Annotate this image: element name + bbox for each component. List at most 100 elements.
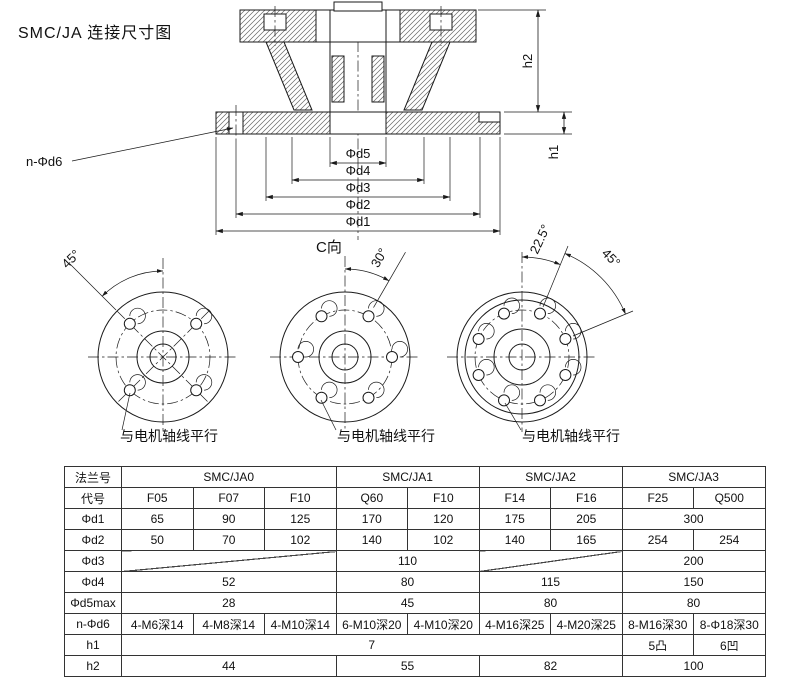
- dim-label-d1: Φd1: [346, 214, 371, 229]
- note-parallel-middle: 与电机轴线平行: [337, 428, 435, 444]
- table-cell: 6凹: [693, 634, 766, 656]
- table-row-h1: h1 7 5凸 6凹: [64, 634, 766, 656]
- code-cell: F10: [407, 487, 480, 509]
- code-cell: F05: [121, 487, 194, 509]
- table-cell: 55: [335, 655, 480, 677]
- table-row-d1: Φd1 65 90 125 170 120 175 205 300: [64, 508, 766, 530]
- table-cell: 82: [478, 655, 623, 677]
- table-cell: 165: [550, 529, 623, 551]
- table-cell: 102: [264, 529, 337, 551]
- table-cell: 4-M10深14: [264, 613, 337, 635]
- code-cell: Q60: [335, 487, 409, 509]
- table-row-d4: Φd4 52 80 115 150: [64, 571, 766, 593]
- note-parallel-right: 与电机轴线平行: [522, 428, 620, 444]
- code-cell: F25: [621, 487, 695, 509]
- na-cell: [478, 550, 623, 572]
- row-label: Φd4: [64, 571, 122, 593]
- table-cell: 8-Φ18深30: [693, 613, 766, 635]
- view-c-label: C向: [316, 239, 342, 256]
- table-cell: 80: [335, 571, 480, 593]
- table-cell: 254: [621, 529, 695, 551]
- table-cell: 4-M6深14: [121, 613, 194, 635]
- row-label: h1: [64, 634, 122, 656]
- dim-label-d4: Φd4: [346, 163, 371, 178]
- table-cell: 80: [478, 592, 623, 614]
- table-cell: 50: [121, 529, 194, 551]
- table-row-d2: Φd2 50 70 102 140 102 140 165 254 254: [64, 529, 766, 551]
- code-cell: F14: [478, 487, 552, 509]
- table-cell: 140: [335, 529, 409, 551]
- dimension-table: 法兰号 SMC/JA0 SMC/JA1 SMC/JA2 SMC/JA3 代号 F…: [64, 466, 766, 677]
- row-label: Φd1: [64, 508, 122, 530]
- table-row-d6: n-Φd6 4-M6深14 4-M8深14 4-M10深14 6-M10深20 …: [64, 613, 766, 635]
- table-cell: 300: [621, 508, 766, 530]
- table-cell: 125: [264, 508, 337, 530]
- series-header: SMC/JA1: [335, 466, 480, 488]
- table-row-h2: h2 44 55 82 100: [64, 655, 766, 677]
- table-cell: 254: [693, 529, 766, 551]
- angle-label-45-right: 45°: [599, 246, 624, 271]
- flange-header: 法兰号: [64, 466, 122, 488]
- table-cell: 140: [478, 529, 552, 551]
- dim-label-d5: Φd5: [346, 146, 371, 161]
- table-cell: 205: [550, 508, 623, 530]
- dim-label-n-d6: n-Φd6: [26, 154, 62, 169]
- table-row-d3: Φd3 110 200: [64, 550, 766, 572]
- angle-label-45-left: 45°: [59, 247, 84, 272]
- na-cell: [121, 550, 337, 572]
- code-cell: F16: [550, 487, 623, 509]
- table-row-series: 法兰号 SMC/JA0 SMC/JA1 SMC/JA2 SMC/JA3: [64, 466, 766, 488]
- table-cell: 28: [121, 592, 337, 614]
- series-header: SMC/JA2: [478, 466, 623, 488]
- table-cell: 170: [335, 508, 409, 530]
- drawing-canvas: SMC/JA 连接尺寸图: [18, 1, 634, 444]
- table-cell: 44: [121, 655, 337, 677]
- code-cell: Q500: [693, 487, 766, 509]
- code-cell: F10: [264, 487, 337, 509]
- table-cell: 4-M16深25: [478, 613, 552, 635]
- code-header: 代号: [64, 487, 122, 509]
- dim-label-h1: h1: [546, 145, 561, 159]
- table-cell: 80: [621, 592, 766, 614]
- row-label: Φd3: [64, 550, 122, 572]
- dim-label-h2: h2: [520, 54, 535, 68]
- table-cell: 65: [121, 508, 194, 530]
- page-title: SMC/JA 连接尺寸图: [18, 24, 172, 42]
- table-cell: 90: [192, 508, 265, 530]
- row-label: Φd2: [64, 529, 122, 551]
- series-header: SMC/JA3: [621, 466, 766, 488]
- table-cell: 52: [121, 571, 337, 593]
- table-cell: 70: [192, 529, 265, 551]
- table-cell: 115: [478, 571, 623, 593]
- table-cell: 175: [478, 508, 552, 530]
- dim-label-d3: Φd3: [346, 180, 371, 195]
- table-cell: 100: [621, 655, 766, 677]
- table-row-codes: 代号 F05 F07 F10 Q60 F10 F14 F16 F25 Q500: [64, 487, 766, 509]
- note-parallel-left: 与电机轴线平行: [120, 428, 218, 444]
- flange-view-middle: C向 30° 与电机轴线平行: [270, 239, 435, 444]
- table-cell: 110: [335, 550, 480, 572]
- table-row-d5max: Φd5max 28 45 80 80: [64, 592, 766, 614]
- cross-section-view: [215, 1, 501, 240]
- table-cell: 45: [335, 592, 480, 614]
- series-header: SMC/JA0: [121, 466, 337, 488]
- angle-label-22-5-right: 22.5°: [527, 222, 553, 256]
- table-cell: 4-M10深20: [407, 613, 480, 635]
- table-cell: 150: [621, 571, 766, 593]
- table-cell: 8-M16深30: [621, 613, 695, 635]
- row-label: n-Φd6: [64, 613, 122, 635]
- table-cell: 4-M20深25: [550, 613, 623, 635]
- dim-label-d2: Φd2: [346, 197, 371, 212]
- table-cell: 5凸: [621, 634, 695, 656]
- table-cell: 6-M10深20: [335, 613, 409, 635]
- table-cell: 4-M8深14: [192, 613, 265, 635]
- flange-view-right: 22.5° 45° 与电机轴线平行: [447, 222, 634, 444]
- dimension-lines: Φd5 Φd4 Φd3 Φd2 Φd1 h2 h1 n-Φd6: [26, 9, 572, 235]
- table-cell: 120: [407, 508, 480, 530]
- code-cell: F07: [192, 487, 265, 509]
- flange-view-left: 45° 与电机轴线平行: [59, 247, 238, 444]
- angle-label-30-middle: 30°: [368, 245, 391, 270]
- row-label: Φd5max: [64, 592, 122, 614]
- row-label: h2: [64, 655, 122, 677]
